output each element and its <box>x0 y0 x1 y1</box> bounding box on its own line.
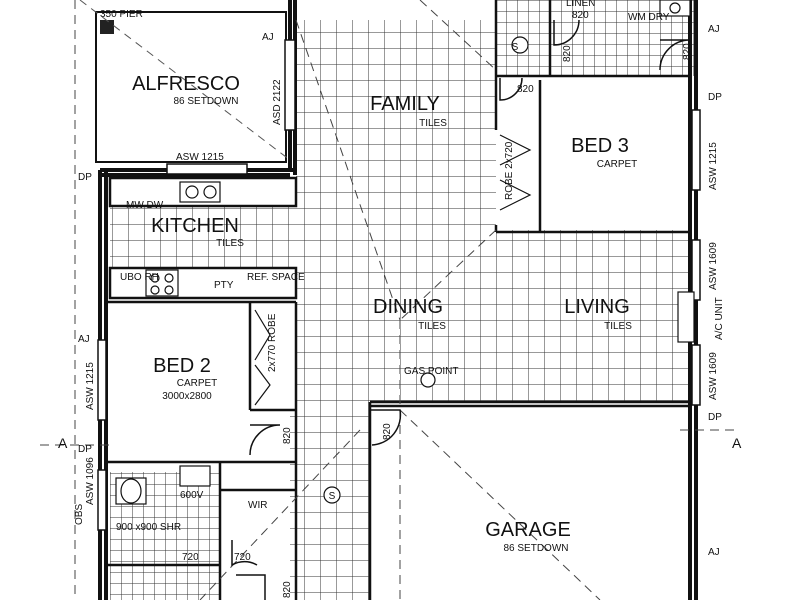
smoke-mark-1: S <box>512 42 519 53</box>
robe-bed3-label: ROBE 2x720 <box>504 141 515 200</box>
gas-point-icon <box>420 372 436 388</box>
smoke-detector-icon-2 <box>323 486 341 504</box>
asw-1215-bed2: ASW 1215 <box>85 362 96 410</box>
smoke-detector-icon <box>511 36 529 54</box>
dp-label-left-2: DP <box>78 444 92 455</box>
obs-label: OBS <box>74 504 85 525</box>
tiled-floor <box>110 0 696 600</box>
garage-label: GARAGE <box>485 519 571 541</box>
aj-label-alfresco: AJ <box>262 32 274 43</box>
dp-label-right-2: DP <box>708 412 722 423</box>
alfresco-area <box>79 0 291 163</box>
bed3-finish: CARPET <box>597 159 638 170</box>
robe-bed2-label: 2x770 ROBE <box>267 313 278 372</box>
pier-post <box>100 20 114 34</box>
dp-label-left-1: DP <box>78 172 92 183</box>
door-820-linen: 820 <box>562 45 573 62</box>
asw-1609-living: ASW 1609 <box>708 242 719 290</box>
bed3-label: BED 3 <box>571 135 629 157</box>
ac-unit-label: A/C UNIT <box>714 297 725 340</box>
internal-walls <box>106 0 690 600</box>
living-label: LIVING <box>564 296 630 318</box>
pty-label: PTY <box>214 280 234 291</box>
asw-1215-bed3: ASW 1215 <box>708 142 719 190</box>
smoke-mark-2: S <box>329 491 336 502</box>
gas-point-label: GAS POINT <box>404 366 458 377</box>
aj-label-bottom-right: AJ <box>708 547 720 558</box>
dining-label: DINING <box>373 296 443 318</box>
basin-icon <box>179 465 211 487</box>
kitchen-finish: TILES <box>216 238 244 249</box>
aj-label-top-right: AJ <box>708 24 720 35</box>
room-labels: ALFRESCO 86 SETDOWN FAMILY TILES BED 3 C… <box>132 73 637 554</box>
mw-dw-label: MW DW <box>126 200 164 211</box>
bed2-label: BED 2 <box>153 355 211 377</box>
section-a-right: A <box>732 435 742 451</box>
vanity-label: 600V <box>180 490 204 501</box>
door-720-label: 720 <box>234 552 251 563</box>
asw-1215-kitchen: ASW 1215 <box>176 152 224 163</box>
asw-1609-garage: ASW 1609 <box>708 352 719 400</box>
ac-unit-icon <box>677 291 695 343</box>
linen-label: LINEN <box>566 0 595 9</box>
roof-lines <box>40 0 740 600</box>
annotations: 350 PIER LINEN 820 WM DRY AJ AJ DP DP DP… <box>58 0 742 598</box>
kitchen-label: KITCHEN <box>151 215 239 237</box>
alfresco-label: ALFRESCO <box>132 73 240 95</box>
ref-space-label: REF. SPACE <box>247 272 305 283</box>
door-820-bottom: 820 <box>282 581 293 598</box>
bed2-finish: CARPET <box>177 378 218 389</box>
aj-label-left: AJ <box>78 334 90 345</box>
wm-dry-label: WM DRY <box>628 12 670 23</box>
pier-label: 350 PIER <box>100 9 143 20</box>
wir-label: WIR <box>248 500 267 511</box>
windows <box>97 39 701 531</box>
section-a-left: A <box>58 435 68 451</box>
garage-note: 86 SETDOWN <box>503 543 568 554</box>
linen-size-label: 820 <box>572 10 589 21</box>
shower-label: 900 x900 SHR <box>116 522 181 533</box>
asd-2122-label: ASD 2122 <box>272 79 283 125</box>
bed2-size: 3000x2800 <box>162 391 212 402</box>
dp-label-right-1: DP <box>708 92 722 103</box>
alfresco-note: 86 SETDOWN <box>173 96 238 107</box>
doors <box>231 19 691 600</box>
dining-finish: TILES <box>418 321 446 332</box>
door-820-garage: 820 <box>382 423 393 440</box>
door-820-laundry: 820 <box>682 43 693 60</box>
door-r720-label: 720 <box>182 552 199 563</box>
family-label: FAMILY <box>370 93 440 115</box>
door-820-bed3: 820 <box>517 84 534 95</box>
ubo-rh-label: UBO RH <box>120 272 159 283</box>
door-820-bed2: 820 <box>282 427 293 444</box>
fixtures <box>115 0 695 505</box>
family-finish: TILES <box>419 118 447 129</box>
asw-1096-ensuite: ASW 1096 <box>85 457 96 505</box>
living-finish: TILES <box>604 321 632 332</box>
